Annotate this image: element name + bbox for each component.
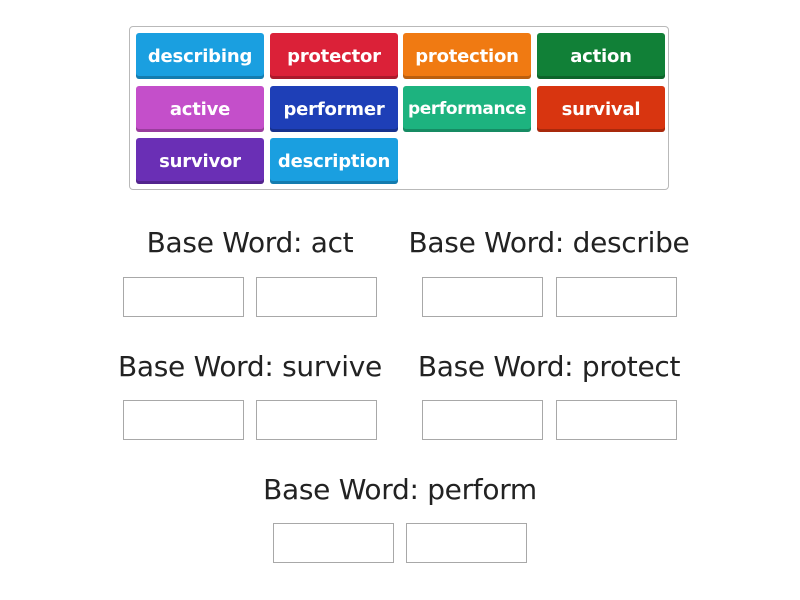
drop-slot-protect-2[interactable] — [556, 400, 677, 440]
group-heading-describe: Base Word: describe — [408, 225, 690, 259]
word-tile-performer[interactable]: performer — [270, 86, 398, 132]
drop-slot-survive-2[interactable] — [256, 400, 377, 440]
word-tile-active[interactable]: active — [136, 86, 264, 132]
word-tile-performance[interactable]: performance — [403, 86, 531, 132]
group-heading-protect: Base Word: protect — [417, 349, 681, 383]
word-bank: describing protector protection action a… — [129, 26, 669, 190]
drop-slot-describe-2[interactable] — [556, 277, 677, 317]
drop-slot-describe-1[interactable] — [422, 277, 543, 317]
word-tile-survivor[interactable]: survivor — [136, 138, 264, 184]
group-heading-act: Base Word: act — [146, 225, 354, 259]
group-heading-perform: Base Word: perform — [263, 472, 537, 506]
drop-slot-act-1[interactable] — [123, 277, 244, 317]
word-tile-survival[interactable]: survival — [537, 86, 665, 132]
word-tile-description[interactable]: description — [270, 138, 398, 184]
word-tile-protector[interactable]: protector — [270, 33, 398, 79]
group-heading-survive: Base Word: survive — [118, 349, 382, 383]
drop-slot-act-2[interactable] — [256, 277, 377, 317]
word-tile-describing[interactable]: describing — [136, 33, 264, 79]
word-tile-action[interactable]: action — [537, 33, 665, 79]
word-tile-protection[interactable]: protection — [403, 33, 531, 79]
drop-slot-protect-1[interactable] — [422, 400, 543, 440]
drop-slot-perform-1[interactable] — [273, 523, 394, 563]
drop-slot-perform-2[interactable] — [406, 523, 527, 563]
drop-slot-survive-1[interactable] — [123, 400, 244, 440]
